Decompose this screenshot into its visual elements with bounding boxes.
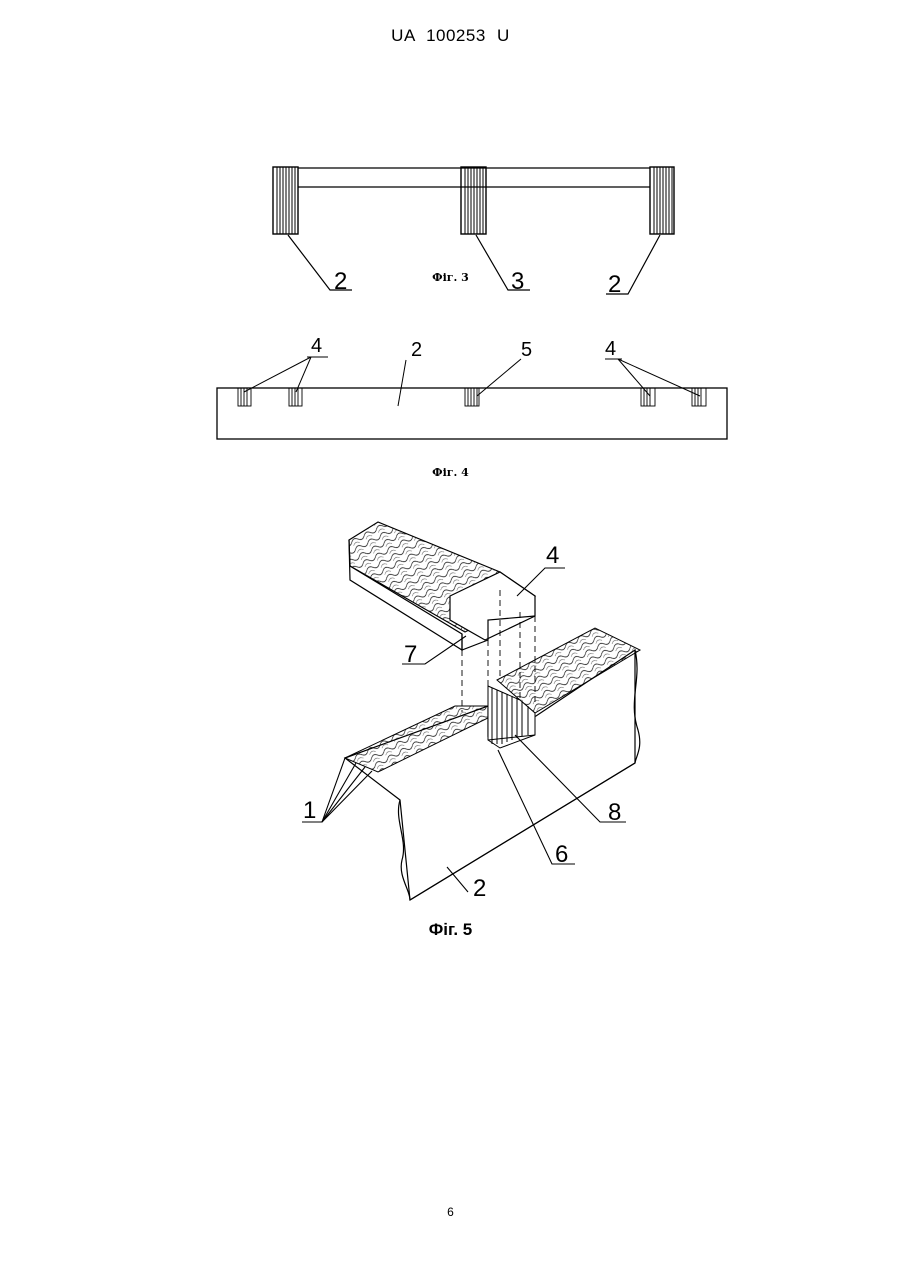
figure-4-caption: Фіг. 4 (0, 466, 901, 479)
fig4-element-5 (465, 388, 479, 406)
fig4-label-2: 2 (411, 339, 422, 361)
fig3-block-middle (461, 167, 486, 234)
figure-5-drawing: 4 7 1 8 6 2 (0, 510, 901, 930)
fig4-element-4-b (289, 388, 302, 406)
figure-5-caption: Фіг. 5 (0, 920, 901, 940)
fig5-label-1: 1 (303, 797, 316, 824)
fig4-element-4-c (641, 388, 655, 406)
page-number: 6 (0, 1205, 901, 1219)
fig3-block-left (273, 167, 298, 234)
figure-4-drawing: 4 2 5 4 (0, 330, 901, 460)
fig4-label-5: 5 (521, 339, 532, 361)
fig5-label-2: 2 (473, 875, 486, 902)
fig5-label-4: 4 (546, 542, 559, 569)
fig5-label-8: 8 (608, 799, 621, 826)
fig5-label-7: 7 (404, 641, 417, 668)
fig4-element-4-a (238, 388, 251, 406)
patent-number-header: UA 100253 U (0, 26, 901, 46)
figure-3-drawing: 2 3 2 (0, 100, 901, 360)
figure-3-caption: Фіг. 3 (0, 271, 901, 284)
fig4-element-4-d (692, 388, 706, 406)
fig5-label-6: 6 (555, 841, 568, 868)
fig4-label-4-left: 4 (311, 335, 322, 357)
fig5-element-4 (349, 522, 535, 650)
fig3-block-right (650, 167, 674, 234)
fig4-label-4-right: 4 (605, 338, 616, 360)
